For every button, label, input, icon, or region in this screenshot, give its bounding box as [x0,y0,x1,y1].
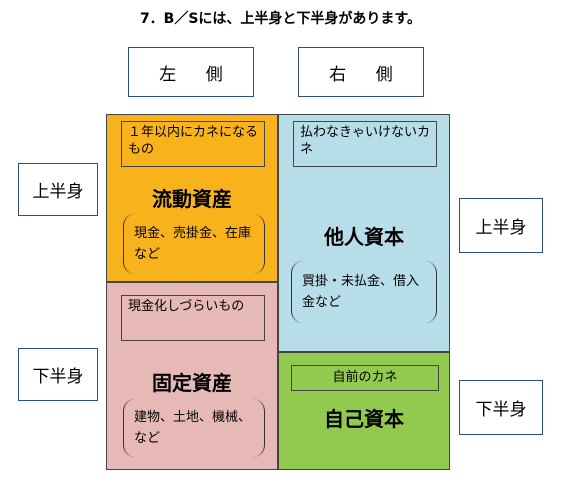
current-assets-examples: 現金、売掛金、在庫など [123,214,265,274]
liabilities-heading: 他人資本 [324,225,404,249]
current-assets-note: １年以内にカネになるもの [121,121,265,167]
liabilities-quadrant: 払わなきゃいけないカネ 他人資本 買掛・未払金、借入金など [278,114,450,352]
right-lower-label: 下半身 [459,380,543,435]
equity-note: 自前のカネ [291,365,439,391]
liabilities-note: 払わなきゃいけないカネ [293,121,437,167]
left-lower-label: 下半身 [18,348,98,401]
page-title: 7．B／Sには、上半身と下半身があります。 [139,11,422,27]
left-side-header: 左 側 [128,47,254,97]
left-upper-label: 上半身 [18,163,98,216]
right-side-header: 右 側 [298,47,424,97]
liabilities-examples: 買掛・未払金、借入金など [291,261,437,323]
current-assets-heading: 流動資産 [152,187,232,211]
right-upper-label: 上半身 [459,198,543,253]
fixed-assets-quadrant: 現金化しづらいもの 固定資産 建物、土地、機械、など [106,282,278,470]
fixed-assets-examples: 建物、土地、機械、など [123,399,265,457]
equity-heading: 自己資本 [324,407,404,431]
fixed-assets-heading: 固定資産 [152,371,232,395]
current-assets-quadrant: １年以内にカネになるもの 流動資産 現金、売掛金、在庫など [106,114,278,282]
fixed-assets-note: 現金化しづらいもの [121,295,265,341]
equity-quadrant: 自前のカネ 自己資本 [278,352,450,470]
